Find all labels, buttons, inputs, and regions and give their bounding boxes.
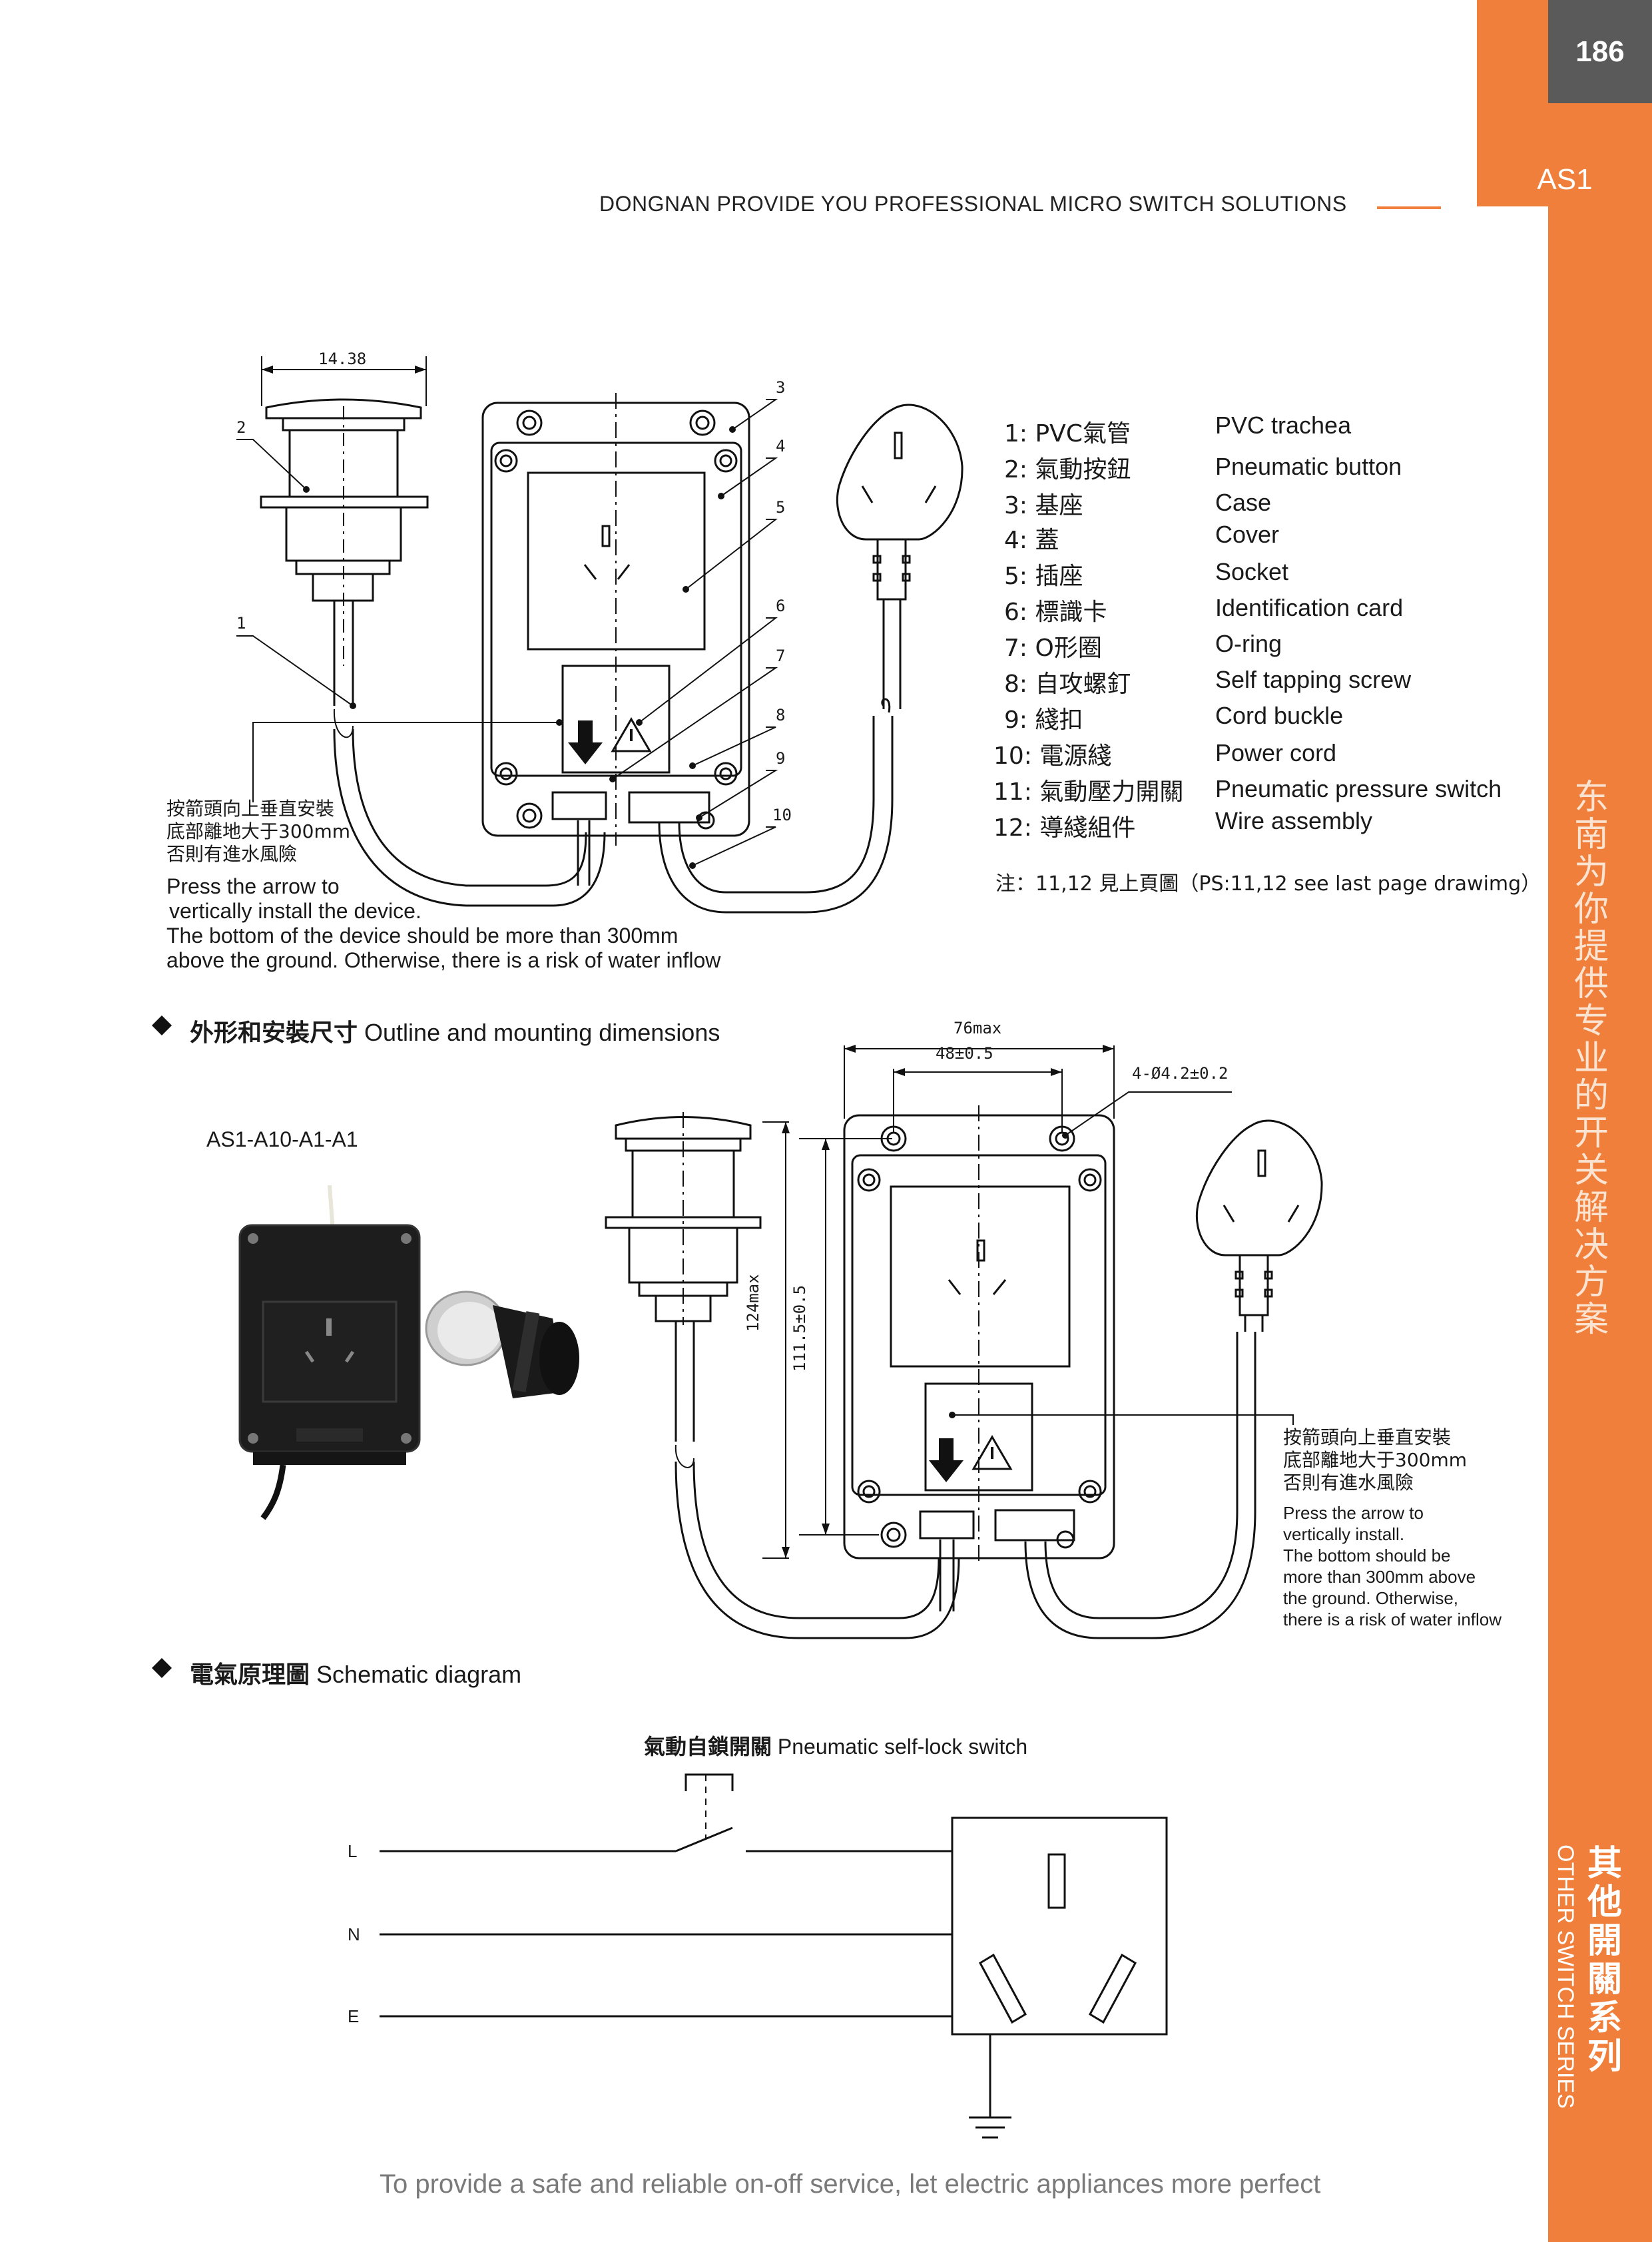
outline-power-plug [1195, 1119, 1323, 1332]
dim-48: 48±0.5 [936, 1044, 993, 1063]
top-pneumatic-button [260, 356, 606, 907]
series-code: AS1 [1537, 163, 1593, 196]
callout-9: 9 [776, 749, 786, 768]
callout-6: 6 [776, 597, 786, 615]
series-title-en: OTHER SWITCH SERIES [1553, 1844, 1578, 2109]
line-L-label: L [348, 1841, 358, 1861]
footer-slogan: To provide a safe and reliable on-off se… [380, 2169, 1321, 2199]
top-power-plug [836, 404, 964, 713]
callout-2: 2 [236, 418, 246, 437]
switch-label: 氣動自鎖開關 Pneumatic self-lock switch [644, 1734, 1028, 1759]
diamond-bullet [152, 1658, 172, 1678]
callout-8: 8 [776, 706, 786, 724]
install-note-cn: 按箭頭向上垂直安裝 底部離地大于300mm 否則有進水風險 [166, 798, 350, 865]
callout-5: 5 [776, 498, 786, 517]
callout-7: 7 [776, 647, 786, 665]
callout-3: 3 [776, 378, 786, 397]
legend-note: 注：11,12 見上頁圖（PS:11,12 see last page draw… [995, 872, 1541, 896]
line-N-label: N [348, 1924, 360, 1944]
install-note-en: Press the arrow to vertically install th… [166, 874, 721, 972]
diamond-bullet [152, 1015, 172, 1035]
dim-76max: 76max [954, 1019, 1002, 1037]
line-E-label: E [348, 2006, 360, 2026]
outline-pneumatic-button [605, 1112, 960, 1639]
dim-button-width: 14.38 [318, 350, 367, 368]
series-title-cn: 其他開關系列 [1587, 1844, 1622, 2077]
schematic-section-title: 電氣原理圖 Schematic diagram [190, 1661, 522, 1689]
page-number: 186 [1548, 0, 1652, 103]
product-photo [206, 1172, 599, 1532]
dim-124max: 124max [744, 1274, 762, 1332]
top-callout-leaders [236, 399, 778, 866]
outline-socket-box [843, 1105, 1256, 1639]
outline-install-note-en: Press the arrow to vertically install. T… [1283, 1503, 1502, 1629]
dim-holes: 4-Ø4.2±0.2 [1132, 1064, 1229, 1083]
outline-section-title: 外形和安裝尺寸 Outline and mounting dimensions [190, 1019, 720, 1047]
dim-111: 111.5±0.5 [790, 1284, 809, 1372]
schematic-diagram [380, 1773, 1168, 2139]
header-slogan: DONGNAN PROVIDE YOU PROFESSIONAL MICRO S… [599, 192, 1347, 216]
header-rule [1377, 206, 1441, 209]
orange-header-block [1477, 0, 1548, 206]
outline-install-note-cn: 按箭頭向上垂直安裝 底部離地大于300mm 否則有進水風險 [1283, 1426, 1467, 1494]
outline-dimension-lines [762, 1045, 1294, 1559]
top-socket-box [481, 393, 894, 914]
callout-1: 1 [236, 614, 246, 633]
callout-4: 4 [776, 437, 786, 455]
model-number: AS1-A10-A1-A1 [206, 1127, 358, 1151]
callout-10: 10 [772, 806, 792, 824]
orange-side-band [1548, 0, 1652, 2242]
side-slogan-cn: 东南为你提供专业的开关解决方案 [1573, 778, 1609, 1340]
